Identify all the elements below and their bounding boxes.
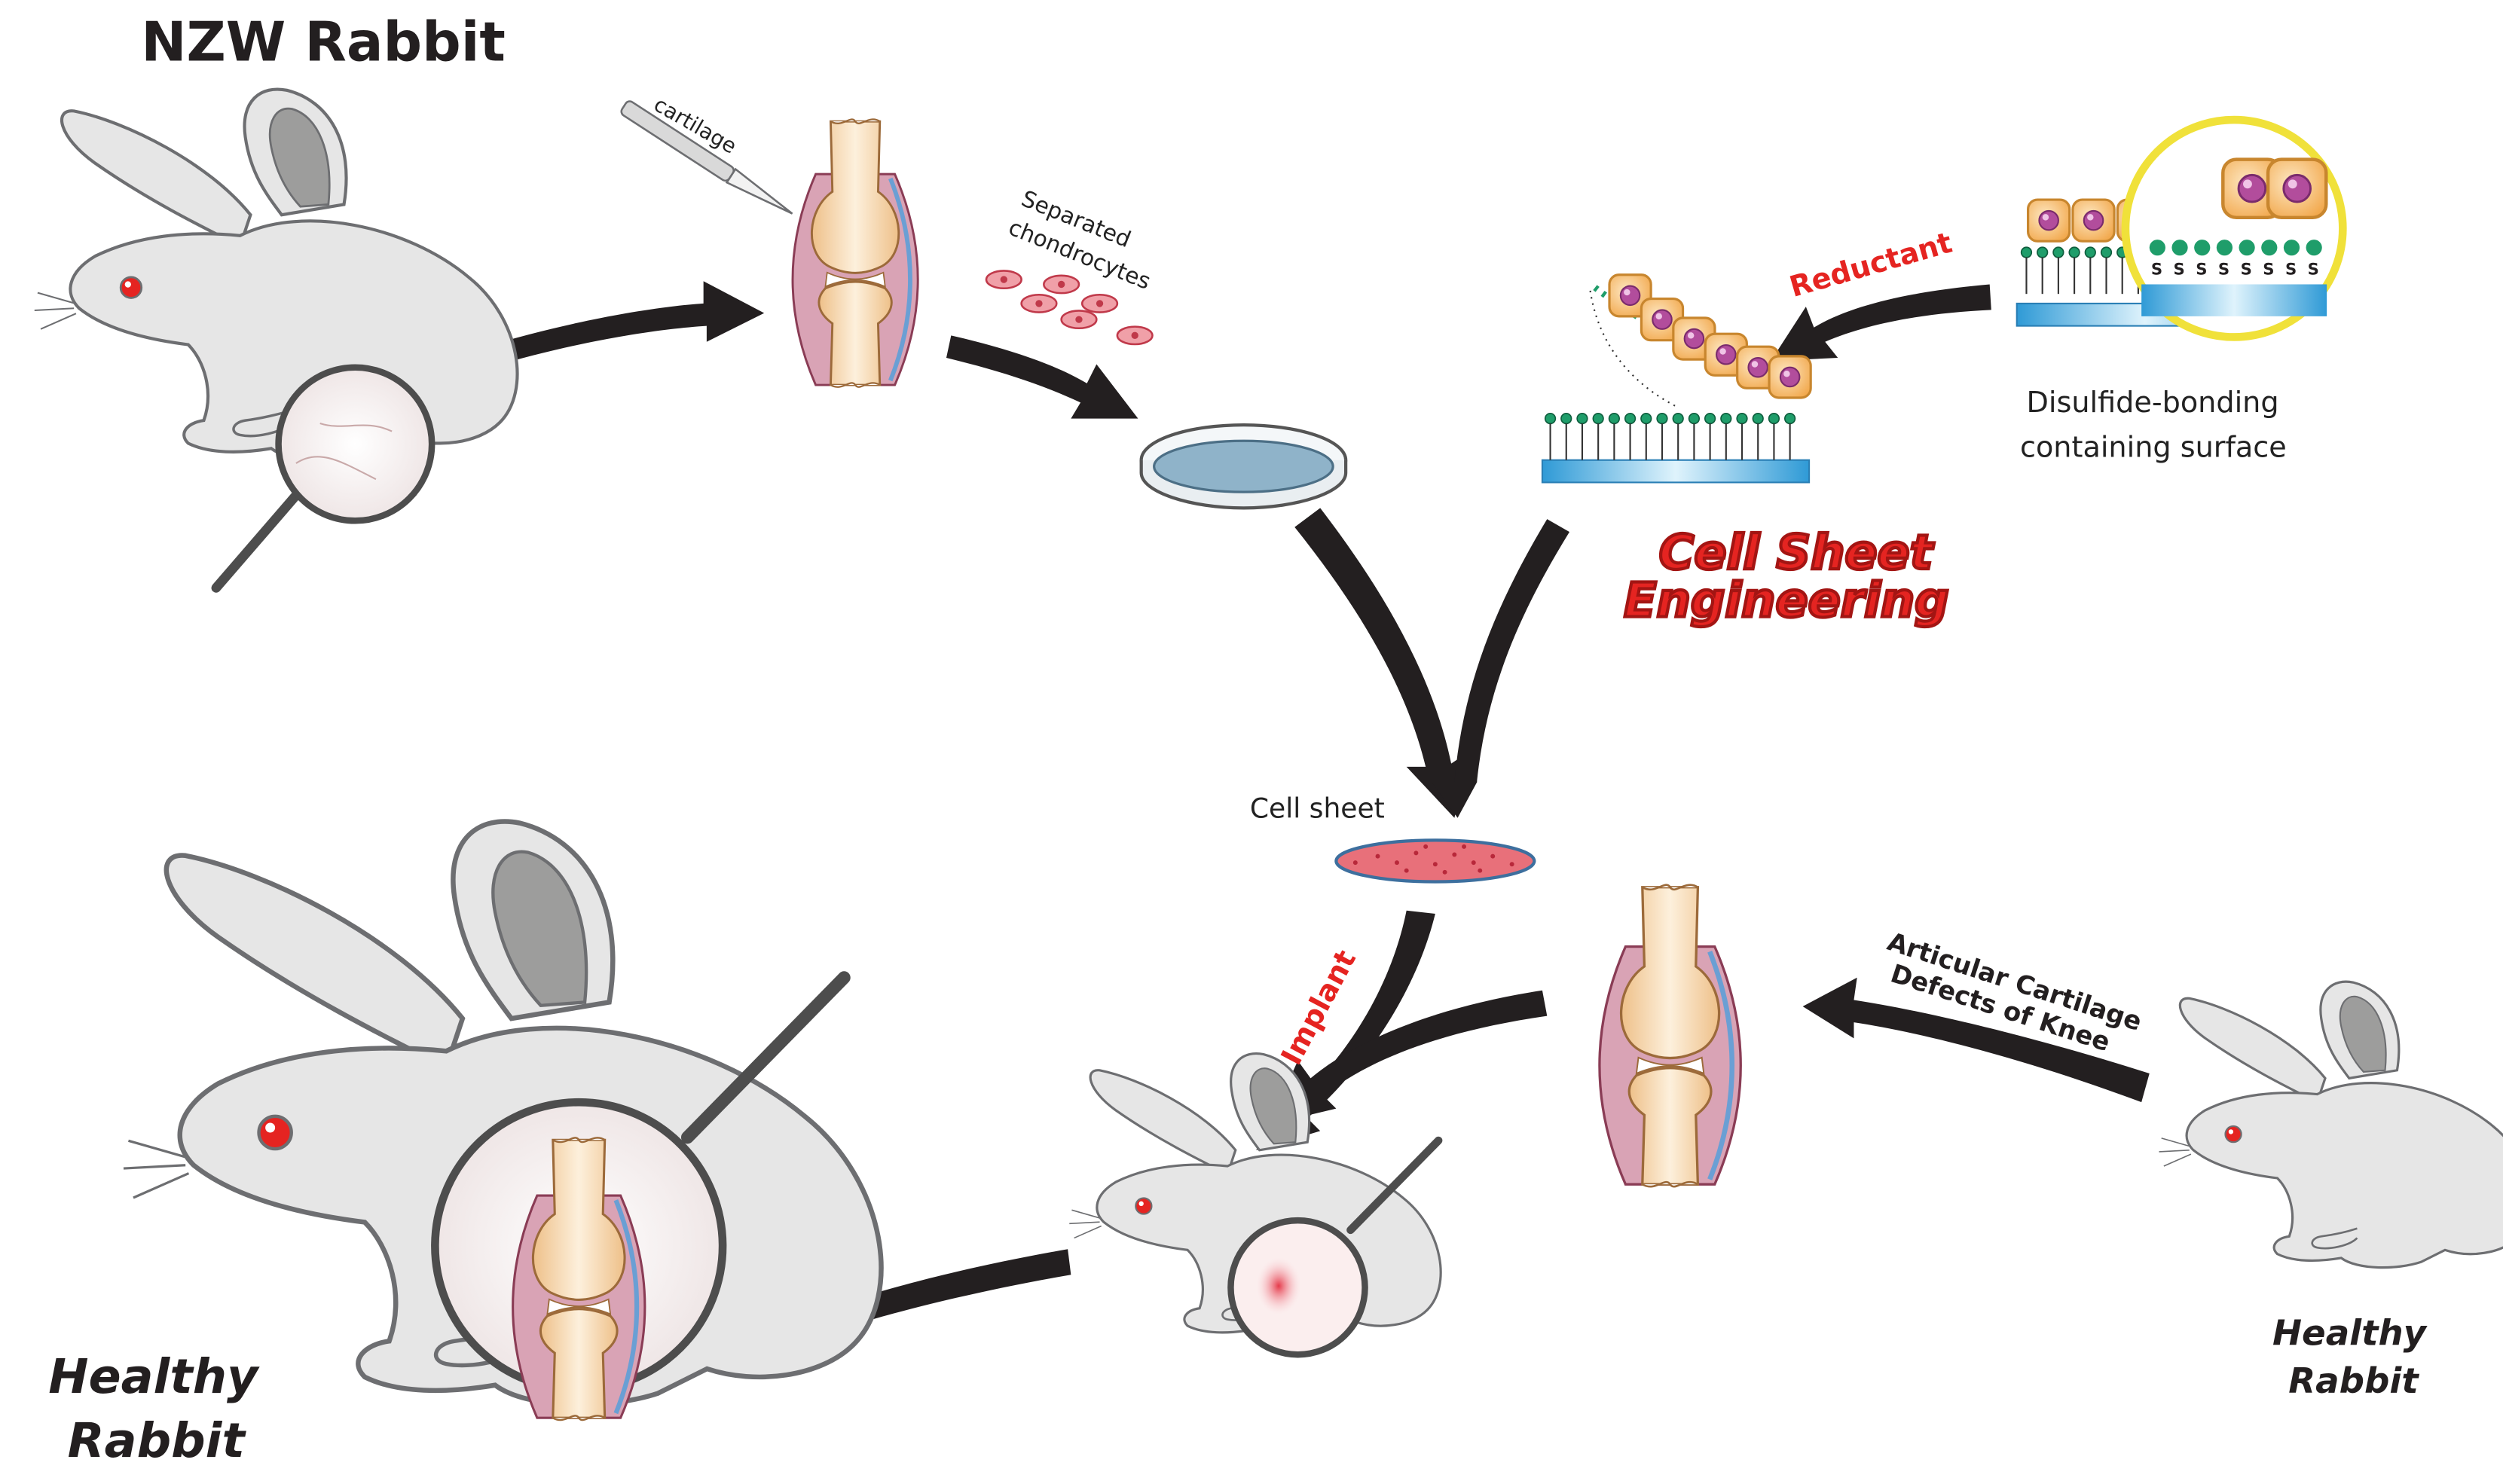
arrow-implant bbox=[1256, 910, 1435, 1150]
label-disulfide-2: containing surface bbox=[2020, 431, 2287, 464]
arrow-healthy-to-knee bbox=[1802, 977, 2150, 1103]
label-cell-sheet-engineering-1: Cell Sheet bbox=[1659, 525, 1935, 581]
nzw-rabbit bbox=[35, 90, 518, 461]
sulfur-linkers bbox=[2149, 240, 2322, 256]
petri-dish-icon bbox=[1139, 423, 1348, 510]
scalpel-icon bbox=[620, 100, 793, 215]
arrow-reductant bbox=[1771, 284, 1991, 362]
arrow-joint-to-dish bbox=[946, 335, 1138, 419]
label-healthy-left-2: Rabbit bbox=[68, 1413, 247, 1469]
cell-sheet-icon bbox=[1334, 838, 1536, 884]
label-healthy-left-1: Healthy bbox=[48, 1349, 260, 1405]
label-cell-sheet: Cell sheet bbox=[1250, 794, 1385, 825]
svg-text:S: S bbox=[2196, 260, 2207, 279]
surface-lifting bbox=[1541, 273, 1812, 484]
svg-text:S: S bbox=[2151, 260, 2162, 279]
label-nzw-rabbit: NZW Rabbit bbox=[141, 11, 506, 75]
svg-text:S: S bbox=[2263, 260, 2274, 279]
knee-joint-defect-icon bbox=[1600, 885, 1740, 1186]
svg-text:S: S bbox=[2308, 260, 2319, 279]
label-disulfide-1: Disulfide-bonding bbox=[2026, 386, 2278, 420]
arrow-rabbit-to-joint bbox=[479, 281, 765, 368]
label-cell-sheet-engineering-2: Engineering bbox=[1624, 573, 1949, 629]
label-healthy-right-1: Healthy bbox=[2272, 1314, 2428, 1354]
arrow-merge-right bbox=[1432, 519, 1569, 818]
magnifier-icon bbox=[211, 364, 436, 593]
healthy-rabbit-right bbox=[2157, 980, 2503, 1269]
label-healthy-right-2: Rabbit bbox=[2288, 1361, 2419, 1402]
knee-joint-icon bbox=[793, 119, 918, 386]
svg-text:S: S bbox=[2218, 260, 2229, 279]
svg-text:S: S bbox=[2174, 260, 2185, 279]
arrow-knee-to-rabbit bbox=[1269, 990, 1548, 1125]
arrow-merge-left bbox=[1294, 508, 1471, 818]
magnifier-icon bbox=[1227, 1136, 1443, 1358]
svg-text:S: S bbox=[2285, 260, 2297, 279]
svg-text:S: S bbox=[2241, 260, 2252, 279]
